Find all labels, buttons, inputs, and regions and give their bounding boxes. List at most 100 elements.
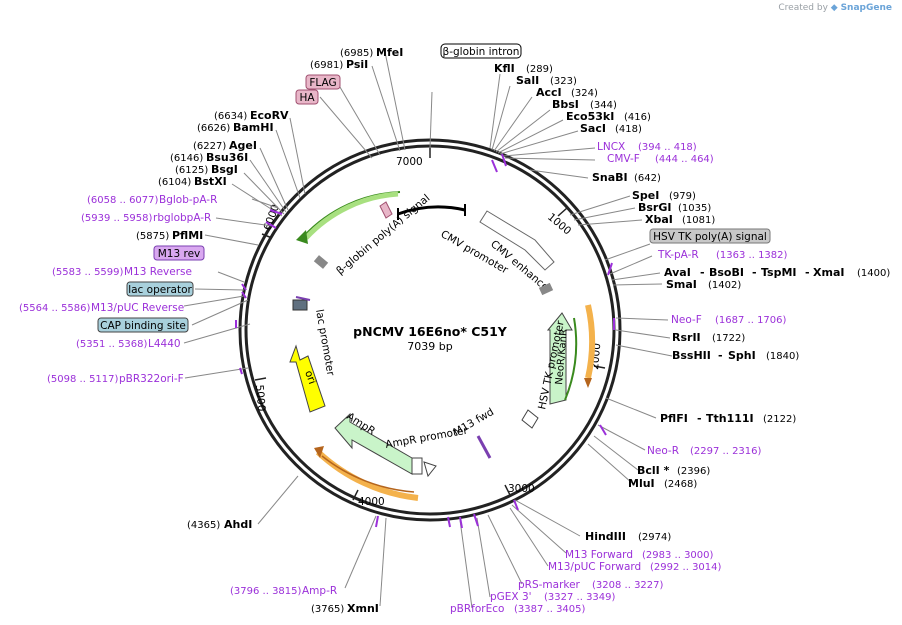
site-smai: SmaI <box>666 278 697 291</box>
site-bbsi: BbsI <box>552 98 579 111</box>
site-bsshii: BssHII <box>672 349 711 362</box>
site-sali: SalI <box>516 74 539 87</box>
sites-left: (6985) MfeI (6981) PsiI (6634) EcoRV (66… <box>136 46 403 242</box>
svg-text:(4365): (4365) <box>187 520 220 531</box>
svg-text:(323): (323) <box>550 76 577 87</box>
svg-text:(6058 .. 6077): (6058 .. 6077) <box>87 195 159 206</box>
site-psii: PsiI <box>346 58 368 71</box>
site-sphi: SphI <box>728 349 756 362</box>
m13-rev-mark <box>295 296 311 301</box>
orange-arc-bottom-inner <box>321 455 415 493</box>
site-bsobi: BsoBI <box>709 266 744 279</box>
svg-text:(1400): (1400) <box>857 268 890 279</box>
svg-text:(418): (418) <box>615 124 642 135</box>
svg-text:(5875): (5875) <box>136 231 169 242</box>
svg-text:-: - <box>718 349 723 362</box>
svg-text:(1402): (1402) <box>708 280 741 291</box>
svg-text:(6104): (6104) <box>158 177 191 188</box>
primer-lncx: LNCX <box>597 141 625 153</box>
svg-text:(3327 .. 3349): (3327 .. 3349) <box>544 592 616 603</box>
svg-text:-: - <box>700 266 705 279</box>
svg-text:-: - <box>752 266 757 279</box>
svg-text:(344): (344) <box>590 100 617 111</box>
primer-pbrforeco: pBRforEco <box>450 603 504 615</box>
scale-ticks <box>254 146 606 501</box>
ampr-promoter-box <box>411 457 423 475</box>
svg-text:(416): (416) <box>624 112 651 123</box>
site-tth111i: Tth111I <box>706 412 754 425</box>
svg-text:(2992 .. 3014): (2992 .. 3014) <box>650 562 722 573</box>
site-xmai: XmaI <box>813 266 844 279</box>
hsv-tk-promoter-arrow <box>521 409 539 429</box>
svg-text:(642): (642) <box>634 173 661 184</box>
primer-tk-pa-r: TK-pA-R <box>657 249 699 261</box>
svg-text:(6125): (6125) <box>175 165 208 176</box>
svg-text:M13 rev: M13 rev <box>158 248 201 260</box>
credit-prefix: Created by <box>778 3 828 13</box>
site-bstxi: BstXI <box>194 175 227 188</box>
boxed-label-flag: FLAG <box>305 74 341 90</box>
primer-prs-marker: pRS-marker <box>518 579 581 591</box>
site-bsu36i: Bsu36I <box>206 151 248 164</box>
svg-text:(324): (324) <box>571 88 598 99</box>
site-ecorv: EcoRV <box>250 109 289 122</box>
flag-ha-mark <box>379 201 393 219</box>
svg-text:(1081): (1081) <box>682 215 715 226</box>
svg-text:(6227): (6227) <box>193 141 226 152</box>
svg-text:-: - <box>805 266 810 279</box>
svg-text:FLAG: FLAG <box>309 77 336 89</box>
lac-operator-box <box>292 299 308 311</box>
primer-m13-forward: M13 Forward <box>565 549 633 561</box>
svg-text:(2468): (2468) <box>664 479 697 490</box>
boxed-label-bglobin-intron: β-globin intron <box>440 43 522 59</box>
svg-text:CAP binding site: CAP binding site <box>100 320 186 332</box>
tick-4000: 4000 <box>358 496 385 508</box>
site-saci: SacI <box>580 122 606 135</box>
credit-brand: SnapGene <box>840 3 892 13</box>
site-acci: AccI <box>536 86 562 99</box>
svg-text:(2396): (2396) <box>677 466 710 477</box>
svg-text:(6626): (6626) <box>197 123 230 134</box>
svg-text:(3765): (3765) <box>311 604 344 615</box>
orange-arc-bottom-head <box>314 446 324 458</box>
bglobin-polya-arc-fill <box>304 191 399 240</box>
primer-l4440: L4440 <box>148 338 181 350</box>
primer-pgex-3: pGEX 3' <box>490 591 532 603</box>
primer-bglob-pa-r: Bglob-pA-R <box>159 194 217 206</box>
svg-text:(2974): (2974) <box>638 532 671 543</box>
svg-text:(394 .. 418): (394 .. 418) <box>638 142 697 153</box>
svg-text:(1035): (1035) <box>678 203 711 214</box>
orange-arc-right <box>585 304 596 379</box>
svg-text:HA: HA <box>299 92 315 104</box>
bglobin-polya-head <box>296 230 308 244</box>
primer-neo-f: Neo-F <box>671 314 702 326</box>
neo-kanr-arrow <box>546 312 573 405</box>
plasmid-name: pNCMV 16E6no* C51Y <box>353 324 508 339</box>
site-hindiii: HindIII <box>585 530 626 543</box>
orange-arc-right-head <box>584 378 592 388</box>
svg-text:(1687 .. 1706): (1687 .. 1706) <box>715 315 787 326</box>
svg-text:(6146): (6146) <box>170 153 203 164</box>
primer-m13-puc-forward: M13/pUC Forward <box>548 561 641 573</box>
site-tspmi: TspMI <box>761 266 797 279</box>
svg-text:(3796 .. 3815): (3796 .. 3815) <box>230 586 302 597</box>
svg-text:lac operator: lac operator <box>128 284 192 296</box>
svg-text:-: - <box>697 412 702 425</box>
tick-3000: 3000 <box>508 483 535 495</box>
site-bsrgi: BsrGI <box>638 201 671 214</box>
svg-text:(2122): (2122) <box>763 414 796 425</box>
sites-right: KflI (289) SalI (323) AccI (324) BbsI (3… <box>187 62 890 615</box>
svg-text:HSV TK poly(A) signal: HSV TK poly(A) signal <box>653 231 767 243</box>
neo-kanr-label: NeoR/KanR <box>554 329 570 386</box>
svg-text:(444 .. 464): (444 .. 464) <box>655 154 714 165</box>
site-snabi: SnaBI <box>592 171 628 184</box>
ampr-promoter-label: AmpR promoter <box>384 425 469 451</box>
leader-lines <box>183 51 673 609</box>
site-pflfi: PflFI <box>660 412 688 425</box>
tick-5000: 5000 <box>253 384 267 412</box>
svg-text:(5939 .. 5958): (5939 .. 5958) <box>81 213 153 224</box>
svg-text:(3387 .. 3405): (3387 .. 3405) <box>514 604 586 615</box>
svg-text:(5351 .. 5368): (5351 .. 5368) <box>76 339 148 350</box>
site-ahdi: AhdI <box>224 518 252 531</box>
